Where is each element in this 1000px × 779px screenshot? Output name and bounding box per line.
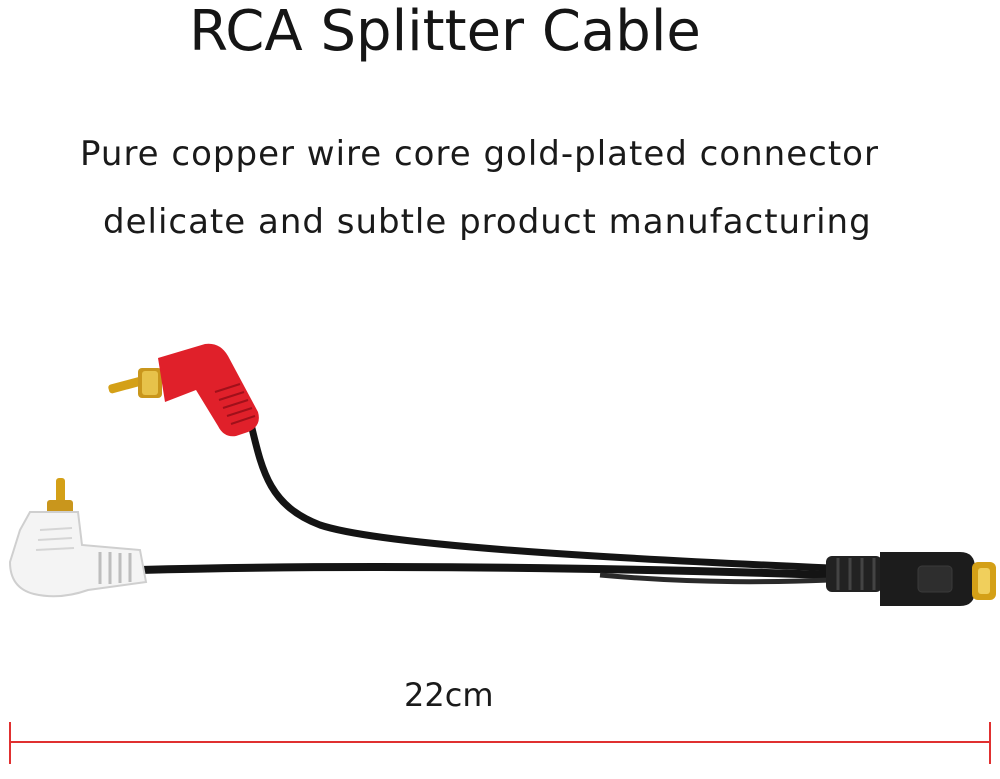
- black-rca-female-jack: [826, 552, 996, 606]
- subtitle-line-2: delicate and subtle product manufacturin…: [103, 202, 872, 242]
- subtitle-line-1: Pure copper wire core gold-plated connec…: [80, 134, 879, 174]
- dimension-line: [9, 722, 991, 764]
- product-title: RCA Splitter Cable: [189, 0, 701, 64]
- cable-wires: [136, 416, 834, 585]
- white-rca-plug: [8, 478, 148, 598]
- rca-splitter-cable-photo: [8, 343, 996, 606]
- red-rca-plug: [108, 343, 259, 437]
- length-label: 22cm: [404, 676, 494, 714]
